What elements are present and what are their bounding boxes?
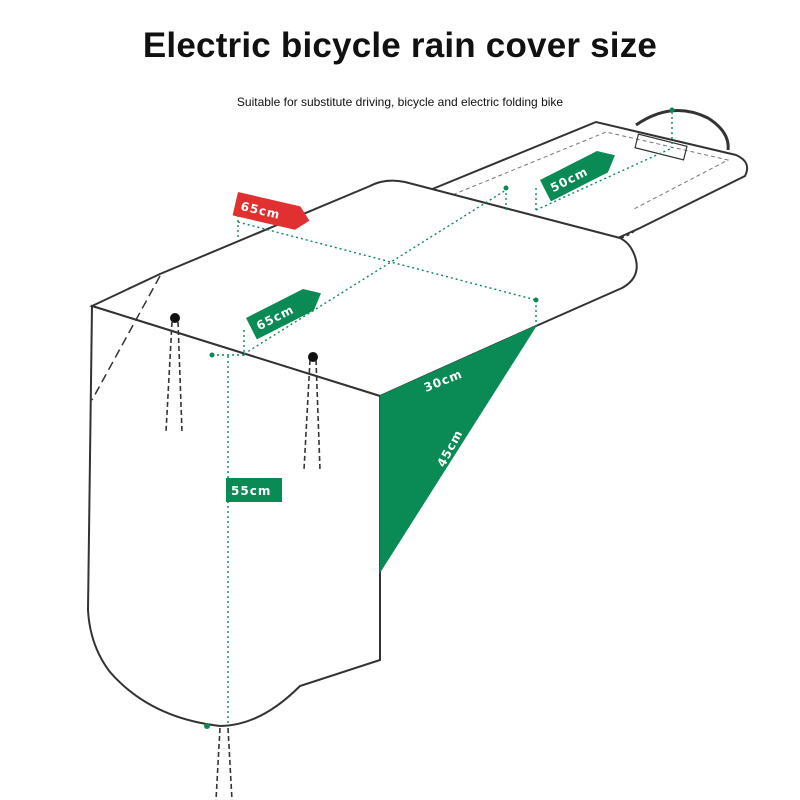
corner-dashed-edge bbox=[91, 275, 161, 401]
red-65-tag-shape bbox=[232, 192, 310, 230]
dimension-tag-red-65: 65cm bbox=[232, 192, 310, 230]
page-title: Electric bicycle rain cover size bbox=[142, 26, 658, 65]
measurement-dots bbox=[204, 107, 675, 729]
bottom-drawstring bbox=[215, 727, 233, 800]
rear-50-end-dot bbox=[669, 107, 675, 113]
green-65-measure-line bbox=[243, 189, 507, 355]
cover-top-face bbox=[89, 179, 638, 398]
page-subtitle: Suitable for substitute driving, bicycle… bbox=[236, 95, 564, 109]
rear-50-tag-shape bbox=[540, 150, 615, 202]
dimension-tag-front-55: 55cm bbox=[226, 478, 282, 502]
green-65-end-dot bbox=[503, 185, 509, 191]
middle-toggle bbox=[308, 352, 318, 362]
rear-handle-arc bbox=[635, 108, 730, 151]
red-65-end-dot bbox=[533, 297, 539, 303]
left-drawstring bbox=[165, 321, 183, 433]
cover-body bbox=[86, 179, 638, 728]
rear-extension-inner-edge bbox=[439, 131, 730, 211]
middle-drawstring bbox=[303, 359, 321, 471]
cover-side-panel bbox=[379, 324, 538, 574]
front-55-label: 55cm bbox=[231, 484, 271, 498]
front-top-dashed-edge bbox=[91, 305, 381, 397]
drawstrings bbox=[165, 321, 321, 800]
front-55-top-dot bbox=[209, 352, 215, 358]
front-55-tag-shape bbox=[226, 478, 282, 502]
front-55-bottom-dot bbox=[204, 723, 210, 729]
left-toggle bbox=[170, 313, 180, 323]
measurement-lines bbox=[212, 112, 673, 726]
red-65-measure-line bbox=[237, 221, 537, 301]
green-65-tag-shape bbox=[246, 288, 321, 340]
